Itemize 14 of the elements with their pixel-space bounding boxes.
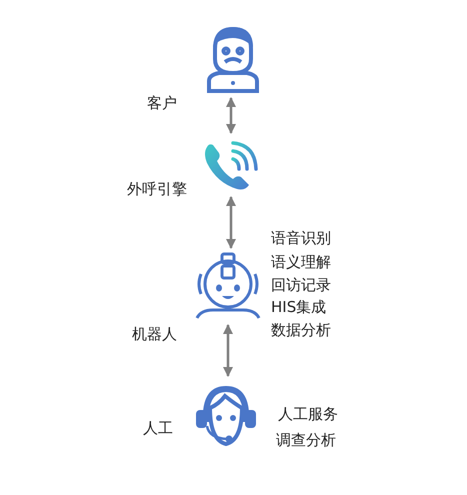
icon-caption: 客户: [147, 94, 177, 112]
double-arrow: [226, 196, 236, 249]
feature-text: 人工服务: [278, 405, 338, 423]
feature-text: 语义理解: [271, 253, 331, 271]
double-arrow: [226, 97, 236, 134]
icon-caption: 外呼引擎: [127, 180, 187, 198]
feature-text: 语音识别: [271, 229, 331, 247]
feature-text: HIS集成: [271, 298, 326, 316]
icon-caption: 机器人: [132, 325, 177, 343]
feature-text: 调查分析: [276, 431, 336, 449]
double-arrow: [223, 324, 233, 377]
feature-text: 数据分析: [271, 321, 331, 339]
feature-text: 回访记录: [271, 276, 331, 294]
icon-caption: 人工: [143, 419, 173, 437]
